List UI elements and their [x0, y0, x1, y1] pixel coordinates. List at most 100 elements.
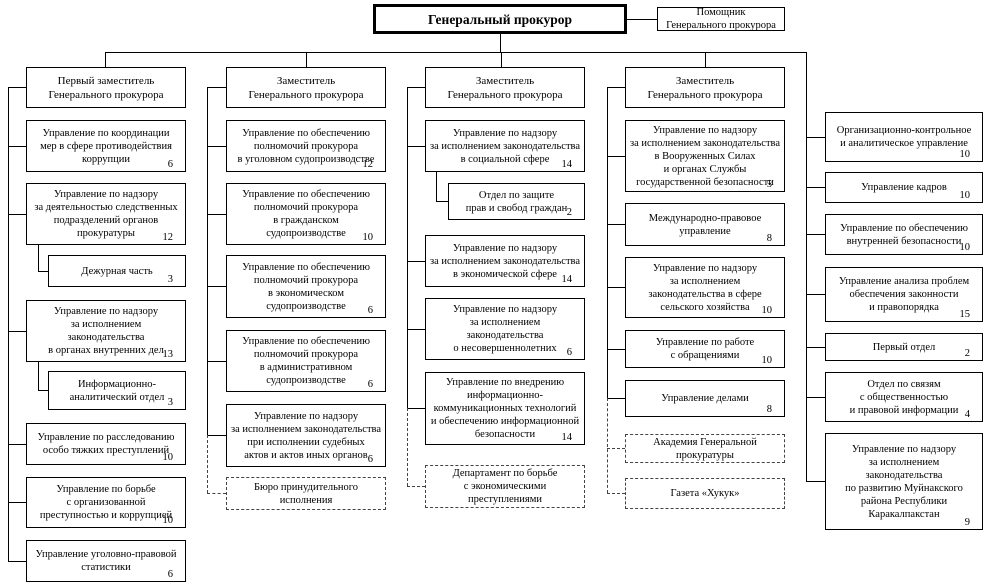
connector-line: [806, 294, 825, 295]
connector-line: [207, 214, 226, 215]
connector-line: [8, 502, 26, 503]
connector-line-dashed: [207, 493, 226, 494]
box-count: 6: [566, 347, 572, 358]
box-title: Управление по борьбе с организованной пр…: [39, 484, 173, 521]
box-title: Заместитель Генерального прокурора: [647, 74, 763, 101]
box-count: 13: [162, 349, 174, 360]
connector-line-dashed: [407, 408, 408, 486]
box-internal-affairs-supervision: Управление по надзору за исполнением зак…: [26, 300, 186, 362]
connector-line: [607, 349, 625, 350]
connector-line: [500, 34, 501, 52]
box-title: Управление уголовно-правовой статистики: [35, 549, 177, 573]
box-economic-sphere: Управление по надзору за исполнением зак…: [425, 235, 585, 287]
box-count: 10: [761, 305, 773, 316]
box-office-management: Управление делами 8: [625, 380, 785, 417]
connector-line: [607, 87, 608, 398]
box-title: Организационно-контрольное и аналитическ…: [836, 125, 972, 149]
box-title: Управление по обеспечению внутренней без…: [840, 222, 968, 247]
connector-line: [207, 435, 226, 436]
box-count: 4: [964, 409, 970, 420]
box-ict-security: Управление по внедрению информационно- к…: [425, 372, 585, 445]
box-count: 2: [964, 348, 970, 359]
box-corruption-coordination: Управление по координации мер в сфере пр…: [26, 120, 186, 172]
box-count: 10: [761, 355, 773, 366]
box-international-legal: Международно-правовое управление 8: [625, 203, 785, 246]
connector-line: [8, 87, 9, 561]
connector-line: [806, 187, 825, 188]
box-count: 14: [561, 432, 573, 443]
header-deputy-2: Заместитель Генерального прокурора: [226, 67, 386, 108]
box-count: 10: [162, 452, 174, 463]
box-title: Управление по работе с обращениями: [655, 337, 755, 361]
box-count: 2: [566, 207, 572, 218]
connector-line: [407, 408, 425, 409]
box-count: 10: [959, 190, 971, 201]
box-title: Академия Генеральной прокуратуры: [653, 436, 757, 461]
box-title: Управление по обеспечению полномочий про…: [242, 189, 370, 239]
box-count: 6: [367, 454, 373, 465]
box-count: 10: [362, 232, 374, 243]
box-citizens-rights-dept: Отдел по защите прав и свобод граждан 2: [448, 183, 585, 220]
box-newspaper-huquq: Газета «Хукук»: [625, 478, 785, 509]
connector-line: [207, 87, 226, 88]
box-count: 6: [167, 159, 173, 170]
box-title: Отдел по защите прав и свобод граждан: [465, 189, 568, 214]
box-title: Управление по надзору за исполнением зак…: [429, 127, 581, 165]
connector-line: [407, 261, 425, 262]
box-count: 6: [367, 305, 373, 316]
connector-line: [627, 19, 657, 20]
box-internal-security: Управление по обеспечению внутренней без…: [825, 214, 983, 255]
box-title: Помощник Генерального прокурора: [666, 7, 776, 31]
box-social-sphere: Управление по надзору за исполнением зак…: [425, 120, 585, 172]
box-title: Управление кадров: [861, 182, 947, 193]
box-armed-forces: Управление по надзору за исполнением зак…: [625, 120, 785, 192]
box-title: Генеральный прокурор: [427, 11, 573, 27]
connector-line: [38, 245, 39, 271]
box-judicial-acts-enforcement: Управление по надзору за исполнением зак…: [226, 404, 386, 467]
box-title: Департамент по борьбе с экономическими п…: [452, 468, 558, 505]
box-count: 6: [367, 379, 373, 390]
box-title: Управление анализа проблем обеспечения з…: [838, 276, 970, 313]
connector-line: [407, 87, 425, 88]
box-administrative-proceedings: Управление по обеспечению полномочий про…: [226, 330, 386, 392]
box-title: Управление по надзору за деятельностью с…: [34, 189, 178, 239]
box-count: 12: [162, 232, 174, 243]
connector-line: [38, 390, 48, 391]
box-count: 9: [964, 517, 970, 528]
box-count: 10: [162, 515, 174, 526]
box-civil-proceedings: Управление по обеспечению полномочий про…: [226, 183, 386, 245]
box-title: Управление по расследованию особо тяжких…: [37, 432, 175, 456]
connector-line: [207, 146, 226, 147]
connector-line: [806, 397, 825, 398]
box-assistant-prosecutor-general: Помощник Генерального прокурора: [657, 7, 785, 31]
box-count: 3: [167, 397, 173, 408]
box-first-dept: Первый отдел 2: [825, 333, 983, 361]
box-enforcement-bureau: Бюро принудительного исполнения: [226, 477, 386, 510]
box-title: Информационно- аналитический отдел: [69, 378, 165, 403]
box-title: Управление по надзору за исполнением зак…: [845, 443, 963, 520]
connector-line: [806, 481, 825, 482]
connector-line-dashed: [607, 398, 608, 493]
box-title: Управление по обеспечению полномочий про…: [237, 127, 375, 165]
connector-line: [8, 331, 26, 332]
header-deputy-3: Заместитель Генерального прокурора: [425, 67, 585, 108]
box-title: Отдел по связям с общественностью и прав…: [849, 378, 959, 416]
box-count: 14: [561, 159, 573, 170]
box-title: Заместитель Генерального прокурора: [248, 74, 364, 101]
box-title: Международно-правовое управление: [648, 212, 762, 237]
box-count: 6: [167, 569, 173, 580]
connector-line: [8, 444, 26, 445]
box-prosecutor-general: Генеральный прокурор: [373, 4, 627, 34]
box-title: Управление по надзору за исполнением зак…: [48, 306, 164, 356]
connector-line: [8, 214, 26, 215]
connector-line: [806, 52, 807, 481]
box-title: Первый отдел: [872, 341, 936, 353]
box-count: 8: [766, 233, 772, 244]
box-law-order-analysis: Управление анализа проблем обеспечения з…: [825, 267, 983, 322]
connector-line: [407, 87, 408, 408]
box-title: Управление по надзору за исполнением зак…: [452, 304, 558, 354]
box-title: Дежурная часть: [81, 265, 153, 277]
connector-line: [436, 172, 437, 201]
box-title: Первый заместитель Генерального прокурор…: [48, 74, 164, 101]
connector-line: [806, 137, 825, 138]
